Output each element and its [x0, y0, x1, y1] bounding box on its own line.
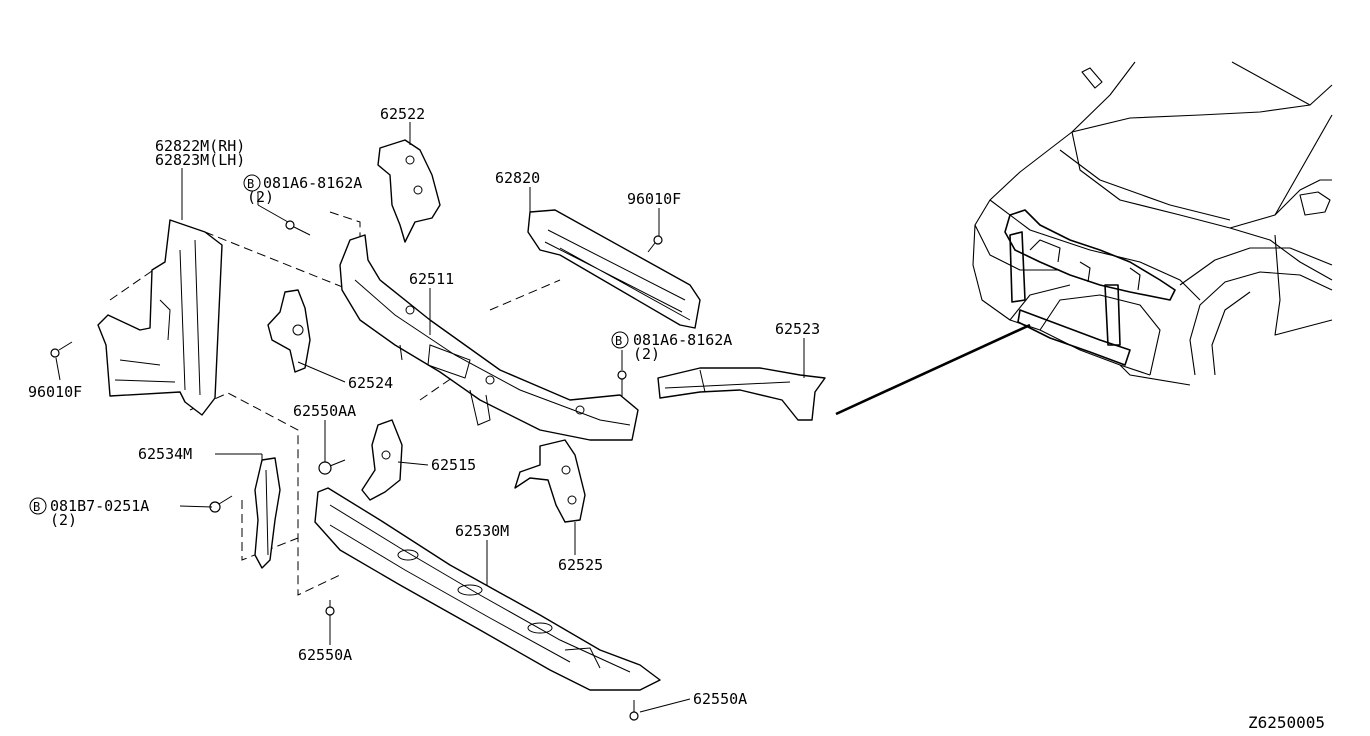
bolt-081b7 — [209, 495, 233, 513]
part-62524-bracket — [267, 289, 311, 373]
label-62550a-left: 62550A — [298, 646, 352, 664]
label-62522: 62522 — [380, 105, 425, 123]
label-62550aa: 62550AA — [293, 402, 356, 420]
label-62823m: 62823M(LH) — [155, 151, 245, 169]
label-62822m: 62822M(RH) — [155, 137, 245, 155]
label-b-marker-top: B — [247, 177, 254, 191]
leader-lines — [55, 122, 805, 713]
b-marker-icon — [29, 497, 47, 515]
label-081a6-right-qty: (2) — [633, 345, 660, 363]
part-62820-seal — [527, 209, 701, 329]
label-b-marker-left: B — [33, 500, 40, 514]
label-081a6-top-qty: (2) — [247, 188, 274, 206]
part-62525-bracket — [514, 439, 586, 523]
bolt-081a6-right — [617, 370, 627, 396]
bolt-96010f-right — [647, 235, 663, 253]
label-96010f-left: 96010F — [28, 383, 82, 401]
diagram-id: Z6250005 — [1248, 713, 1325, 732]
label-62820: 62820 — [495, 169, 540, 187]
label-081b7-qty: (2) — [50, 511, 77, 529]
bolt-96010f-left — [50, 341, 73, 358]
part-62534m-bracket — [254, 457, 281, 569]
label-62523: 62523 — [775, 320, 820, 338]
label-62525: 62525 — [558, 556, 603, 574]
car-inset — [972, 61, 1333, 386]
bolt-62550a-right — [629, 700, 639, 721]
label-081a6-top: 081A6-8162A — [263, 174, 362, 192]
part-62530m-lower-support — [314, 487, 661, 691]
label-62511: 62511 — [409, 270, 454, 288]
bolt-62550a-left — [325, 600, 335, 616]
location-pointer-line — [835, 323, 1031, 416]
bolt-62550aa — [318, 459, 346, 475]
part-62522-bracket — [377, 139, 441, 243]
part-62515-bracket — [361, 419, 403, 501]
label-081b7: 081B7-0251A — [50, 497, 149, 515]
part-62523-extension — [657, 367, 826, 421]
b-marker-icon — [611, 331, 629, 349]
label-081a6-right: 081A6-8162A — [633, 331, 732, 349]
b-marker-icon — [243, 174, 261, 192]
label-96010f-right: 96010F — [627, 190, 681, 208]
bolt-081a6-top — [285, 220, 311, 236]
label-62515: 62515 — [431, 456, 476, 474]
part-labels: 62822M(RH) 62823M(LH) 62522 B 081A6-8162… — [28, 105, 1325, 732]
label-62534m: 62534M — [138, 445, 192, 463]
label-62530m: 62530M — [455, 522, 509, 540]
label-b-marker-right: B — [615, 334, 622, 348]
label-62524: 62524 — [348, 374, 393, 392]
part-62511-upper-support — [339, 234, 639, 441]
label-62550a-right: 62550A — [693, 690, 747, 708]
part-62822m-side-bracket — [97, 219, 223, 416]
